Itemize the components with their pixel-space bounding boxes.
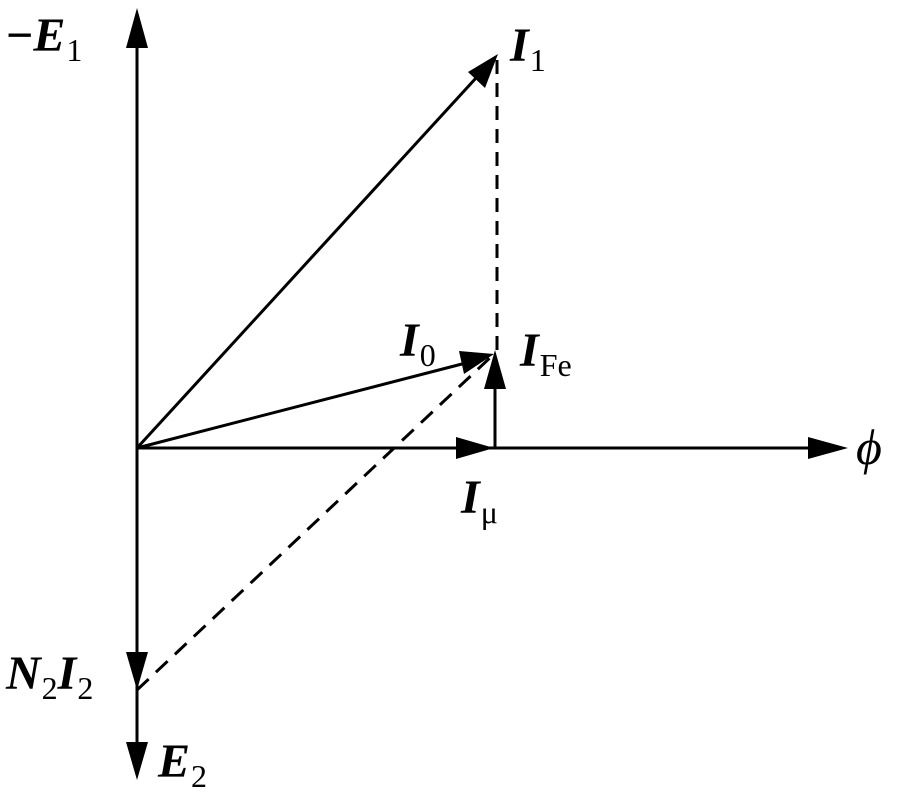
phi-symbol: ϕ xyxy=(856,419,882,475)
dashed-n2i2-to-i0 xyxy=(135,352,496,692)
i0-subscript: 0 xyxy=(419,337,436,373)
i1-symbol: I xyxy=(510,19,529,72)
n2i2-arrowhead xyxy=(126,652,148,690)
n2i2-label: N2I2 xyxy=(6,647,93,705)
phi-arrowhead xyxy=(808,437,848,459)
e2-label: E2 xyxy=(158,735,207,793)
ife-subscript: Fe xyxy=(539,347,572,383)
phi-label: ϕ xyxy=(856,422,882,472)
imu-label: Iμ xyxy=(461,471,498,529)
i0-arrowhead xyxy=(459,351,494,374)
imu-subscript: μ xyxy=(480,494,498,530)
e2-symbol: E xyxy=(158,735,191,788)
i2-symbol: I xyxy=(57,647,77,700)
neg-e1-label: −E1 xyxy=(6,9,82,67)
e2-subscript: 2 xyxy=(191,758,208,794)
n2-symbol: N xyxy=(6,647,41,700)
i0-symbol: I xyxy=(400,314,419,367)
i1-vector xyxy=(135,76,478,450)
imu-arrowhead xyxy=(456,437,494,459)
ife-symbol: I xyxy=(520,324,539,377)
i1-subscript: 1 xyxy=(529,42,546,78)
neg-e1-sign: − xyxy=(6,9,34,62)
ife-arrowhead xyxy=(484,350,506,389)
i0-vector xyxy=(136,362,463,450)
n2-subscript: 2 xyxy=(41,670,58,706)
neg-e1-symbol: E xyxy=(33,9,66,62)
imu-symbol: I xyxy=(461,471,480,524)
neg-e1-subscript: 1 xyxy=(66,32,83,68)
i1-arrowhead xyxy=(468,54,498,88)
ife-label: IFe xyxy=(520,324,572,382)
i1-label: I1 xyxy=(510,19,546,77)
e2-arrowhead xyxy=(126,742,148,780)
i0-label: I0 xyxy=(400,314,436,372)
i2-subscript: 2 xyxy=(77,670,94,706)
neg-e1-arrowhead xyxy=(126,8,148,48)
